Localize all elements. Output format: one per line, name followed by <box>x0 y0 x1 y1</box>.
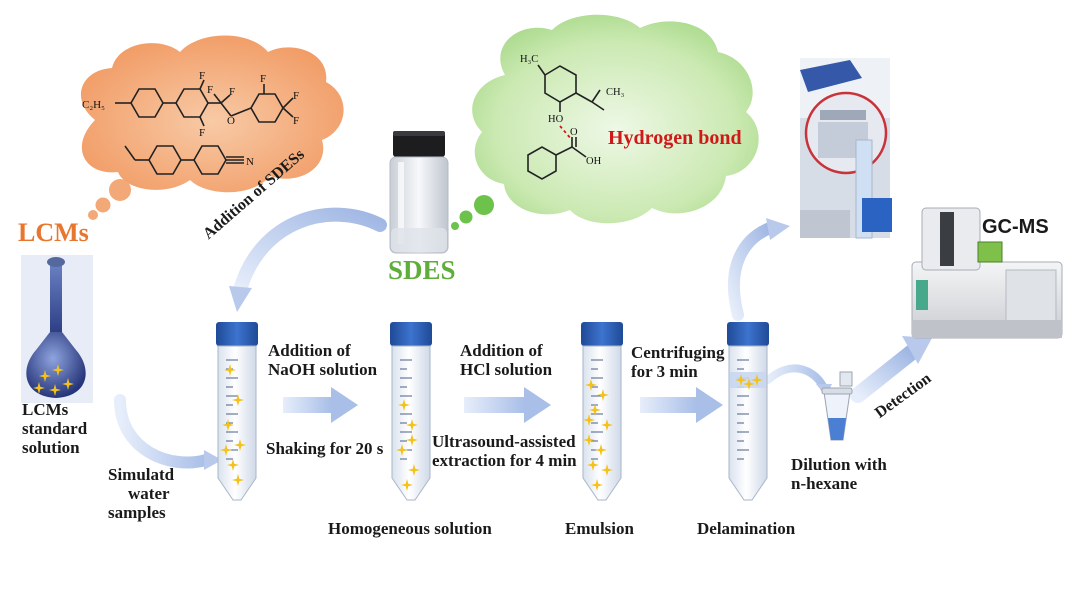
hydroxyl-label: HO <box>548 114 564 125</box>
methyl-label: H₃C <box>520 54 538 65</box>
ch3-label: CH₃ <box>606 87 625 98</box>
nitrile-label: N <box>246 156 254 168</box>
dilution-label: Dilution with n-hexane <box>791 455 887 494</box>
cloud-bubble <box>109 179 131 201</box>
emulsion-label: Emulsion <box>565 519 634 538</box>
cloud-bubble <box>474 195 494 215</box>
thymol-molecule <box>537 64 605 112</box>
lcm-molecule-1 <box>115 79 294 127</box>
cloud-bubble <box>459 210 473 224</box>
arrow-detection <box>850 336 932 403</box>
fluorine-label: F <box>293 90 299 102</box>
substituent-label: C₂H₅ <box>82 99 105 111</box>
shaking-label: Shaking for 20 s <box>266 439 384 458</box>
simulated-water-samples-label: Simulatd water samples <box>108 465 175 523</box>
cloud-bubble <box>451 222 459 230</box>
cloud-bubble <box>88 210 98 220</box>
hydroxyl-label: OH <box>586 156 602 167</box>
addition-hcl-label: Addition of HCl solution <box>460 341 553 380</box>
arrow-flask-to-tube <box>114 394 222 470</box>
sdes-thought-cloud <box>451 14 759 230</box>
gcms-label: GC-MS <box>982 216 1049 238</box>
carbonyl-oxygen-label: O <box>570 127 578 138</box>
benzoic-acid-molecule <box>527 137 587 180</box>
fluorine-label: F <box>199 70 205 82</box>
lcm-thought-cloud <box>80 35 344 220</box>
sdes-label: SDES <box>388 255 456 285</box>
fluorine-label: F <box>293 115 299 127</box>
centrifuge-photo <box>800 58 892 239</box>
arrow-step-3 <box>640 387 723 423</box>
sdes-vial <box>389 131 449 254</box>
tube-homogeneous-solution <box>390 322 432 501</box>
fluorine-label: F <box>260 73 266 85</box>
fluorine-label: F <box>207 84 213 96</box>
hydrogen-bond-label: Hydrogen bond <box>608 127 742 149</box>
delamination-label: Delamination <box>697 519 796 538</box>
tube-delamination <box>727 322 769 501</box>
homogeneous-solution-label: Homogeneous solution <box>328 519 492 538</box>
microtube-hexane <box>821 371 853 441</box>
ultrasound-label: Ultrasound-assisted extraction for 4 min <box>432 432 577 471</box>
addition-naoh-label: Addition of NaOH solution <box>268 341 378 380</box>
lcms-standard-solution-label: LCMs standard solution <box>22 400 88 458</box>
oxygen-label: O <box>227 115 235 127</box>
centrifuging-label: Centrifuging for 3 min <box>631 343 725 382</box>
tube-emulsion <box>581 322 623 501</box>
arrow-sdes-to-tube <box>229 207 387 312</box>
gcms-instrument <box>911 207 1063 339</box>
fluorine-label: F <box>199 127 205 139</box>
lcms-title: LCMs <box>18 218 89 247</box>
tube-simulated-sample <box>216 322 258 501</box>
arrow-step-2 <box>464 387 551 423</box>
cloud-bubble <box>95 197 111 213</box>
arrow-step-1 <box>283 387 358 423</box>
arrow-tube-to-photo <box>728 218 790 321</box>
volumetric-flask <box>21 255 93 403</box>
fluorine-label: F <box>229 86 235 98</box>
lcm-molecule-2 <box>124 145 244 175</box>
